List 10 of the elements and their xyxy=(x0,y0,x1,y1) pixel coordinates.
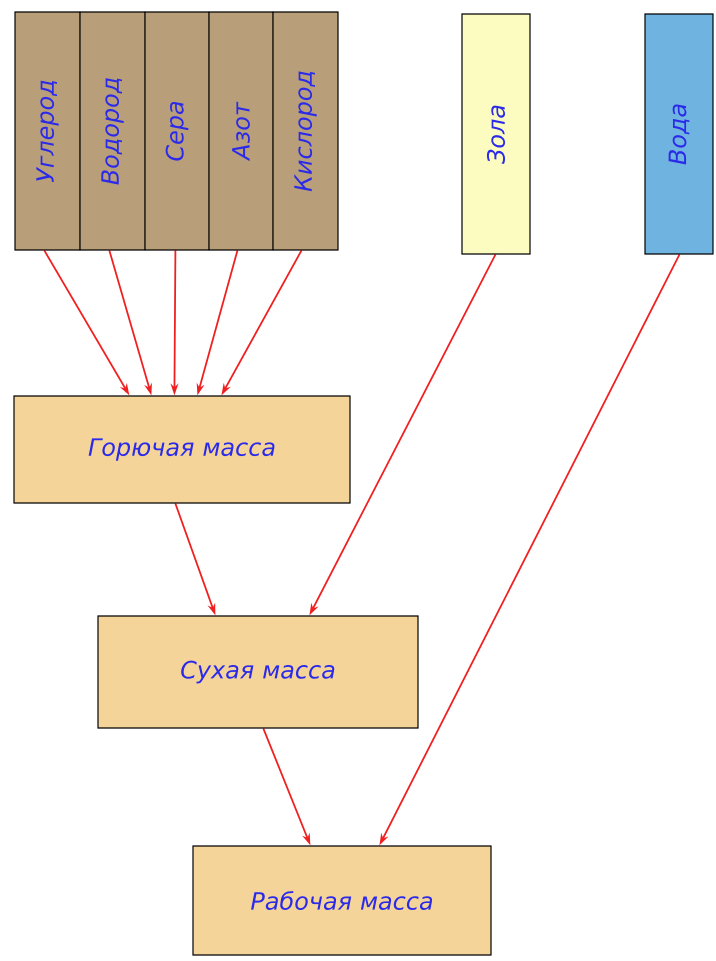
element-box: Кислород xyxy=(272,11,339,251)
mass-box: Рабочая масса xyxy=(192,845,492,956)
element-box: Азот xyxy=(208,11,274,251)
element-box: Углерод xyxy=(14,11,81,251)
mass-box: Горючая масса xyxy=(13,395,351,504)
element-box: Водород xyxy=(79,11,146,251)
mass-box: Сухая масса xyxy=(97,615,419,729)
ash-box: Зола xyxy=(461,13,531,255)
element-box: Сера xyxy=(144,11,210,251)
water-box: Вода xyxy=(644,13,714,255)
